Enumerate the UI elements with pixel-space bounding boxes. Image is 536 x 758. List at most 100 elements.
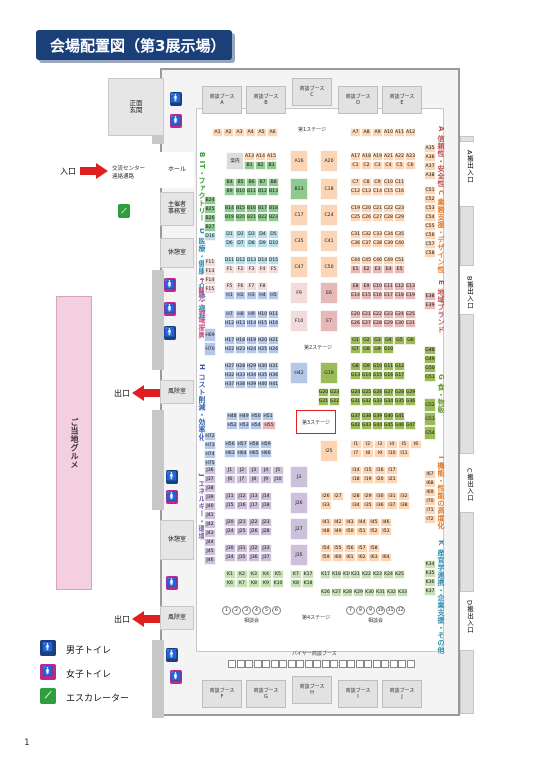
booth-j8: J8 — [248, 475, 260, 484]
booth-a12: A12 — [405, 128, 416, 137]
booth-g41: G41 — [394, 412, 405, 421]
booth-h26: H26 — [268, 345, 279, 354]
booth-a8: A8 — [361, 128, 372, 137]
booth-i51: I51 — [356, 527, 368, 536]
booth-i59: I59 — [320, 553, 332, 562]
category-c-label: C 業務支援・デザイン性 — [437, 190, 445, 274]
booth-h7: H7 — [224, 310, 235, 319]
stage-4-label: 第4ステージ — [302, 615, 331, 621]
exit-label-2: 出口 — [114, 615, 130, 624]
booth-h2: H2 — [235, 291, 246, 300]
booth-h73: H73 — [204, 441, 216, 450]
booth-h22: H22 — [224, 345, 235, 354]
booth-c51: C51 — [394, 256, 405, 265]
booth-i57: I57 — [356, 544, 368, 553]
booth-h53: H53 — [238, 421, 250, 430]
booth-k32: K32 — [386, 588, 397, 597]
booth-g54: G54 — [424, 426, 436, 440]
booth-e5: E5 — [394, 265, 405, 274]
booth-e17: E17 — [383, 291, 394, 300]
booth-d10: D10 — [268, 239, 279, 248]
escalator-icon: ⟋ — [118, 204, 130, 218]
male-toilet-icon: 🚹 — [164, 326, 176, 340]
booth-i63: I63 — [368, 553, 380, 562]
booth-c39: C39 — [383, 239, 394, 248]
booth-g13: G13 — [350, 371, 361, 380]
booth-j10: J10 — [272, 475, 284, 484]
rest-room-2: 休憩室 — [160, 520, 194, 560]
booth-a3: A3 — [234, 128, 245, 137]
booth-c24: C24 — [320, 204, 338, 226]
booth-b2: B2 — [255, 161, 266, 170]
front-entrance-room: 正面 玄関 — [108, 78, 164, 136]
booth-h32: H32 — [224, 371, 235, 380]
booth-j36: J36 — [204, 466, 216, 475]
booth-j7: J7 — [236, 475, 248, 484]
booth-i50: I50 — [344, 527, 356, 536]
booth-g42: G42 — [350, 421, 361, 430]
booth-i46: I46 — [380, 518, 392, 527]
booth-j18: J18 — [260, 501, 272, 510]
booth-h33: H33 — [235, 371, 246, 380]
info-desk: 案内 — [226, 152, 244, 170]
booth-i33: I33 — [320, 501, 332, 510]
booth-c25: C25 — [350, 213, 361, 222]
booth-i6: I6 — [410, 440, 422, 449]
booth-b1: B1 — [244, 161, 255, 170]
booth-c54: C54 — [424, 213, 436, 222]
booth-g6: G6 — [405, 336, 416, 345]
booth-c18: C18 — [320, 178, 338, 200]
booth-d13: D13 — [246, 256, 257, 265]
booth-g49: G49 — [424, 355, 436, 364]
booth-i36: I36 — [374, 501, 386, 510]
female-toilet-icon: 🚺 — [166, 576, 178, 590]
c-gate: C搬出入口 — [465, 468, 474, 502]
booth-b11: B11 — [246, 187, 257, 196]
booth-g9: G9 — [361, 362, 372, 371]
windbreak-room-1: 風除室 — [160, 380, 194, 404]
booth-j2: J2 — [236, 466, 248, 475]
booth-c16: C16 — [394, 187, 405, 196]
booth-c22: C22 — [383, 204, 394, 213]
booth-e18: E18 — [394, 291, 405, 300]
booth-k5: K5 — [272, 570, 284, 579]
category-h-label: H コスト削減・効率化 — [198, 364, 206, 441]
booth-b25: B25 — [204, 205, 216, 214]
booth-e21: E21 — [361, 310, 372, 319]
booth-e31: E31 — [405, 319, 416, 328]
booth-h13: H13 — [235, 319, 246, 328]
buyer-booth — [245, 660, 253, 668]
buyer-booth-label: バイヤー商談ブース — [292, 651, 337, 657]
consultation-booth: 11 — [386, 606, 395, 615]
booth-b15: B15 — [235, 204, 246, 213]
booth-e39: E39 — [424, 301, 436, 310]
booth-i20: I20 — [374, 475, 386, 484]
booth-k28: K28 — [342, 588, 353, 597]
booth-a14: A14 — [255, 152, 266, 161]
consultation-booth: 5 — [262, 606, 271, 615]
booth-i71: I71 — [424, 506, 436, 515]
booth-c40: C40 — [394, 239, 405, 248]
booth-d5: D5 — [268, 230, 279, 239]
booth-c58: C58 — [424, 249, 436, 258]
booth-i72: I72 — [424, 515, 436, 524]
booth-j42: J42 — [204, 520, 216, 529]
booth-g52: G52 — [424, 398, 436, 412]
buyer-booth — [253, 660, 262, 668]
booth-j16: J16 — [236, 501, 248, 510]
booth-k1: K1 — [224, 570, 236, 579]
booth-j35: J35 — [236, 553, 248, 562]
b-gate: B搬出入口 — [465, 276, 474, 309]
booth-b23: B23 — [268, 213, 279, 222]
booth-g27: G27 — [383, 388, 394, 397]
booth-h25: H25 — [257, 345, 268, 354]
booth-c13: C13 — [361, 187, 372, 196]
booth-h18: H18 — [235, 336, 246, 345]
booth-a4: A4 — [245, 128, 256, 137]
booth-c17: C17 — [290, 204, 308, 226]
booth-j45: J45 — [204, 547, 216, 556]
booth-b19: B19 — [224, 213, 235, 222]
